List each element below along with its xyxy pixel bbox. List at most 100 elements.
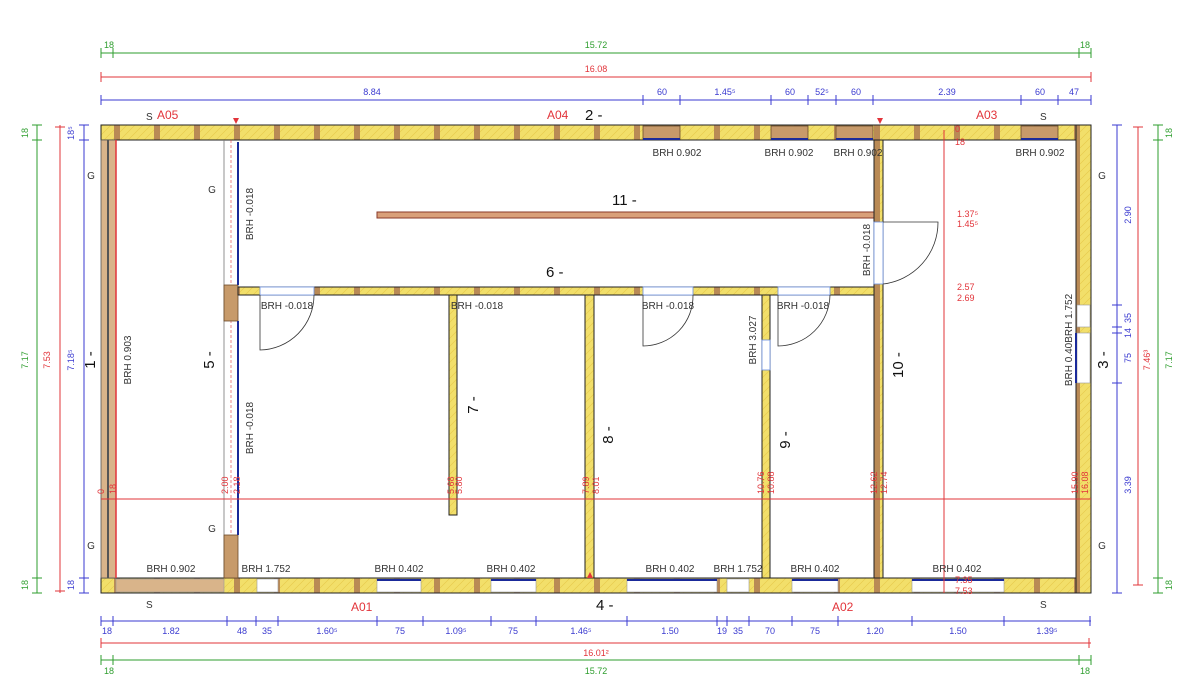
wall-label-5[interactable]: 5 - xyxy=(201,351,218,369)
wall-label-3[interactable]: 3 - xyxy=(1095,351,1112,369)
dim-label: 52⁵ xyxy=(815,87,829,97)
brh-label: BRH 0.902 xyxy=(1016,148,1065,159)
section-dim: 2.18 xyxy=(232,476,242,494)
axis-label: A02 xyxy=(832,600,854,614)
side-mark: S xyxy=(1040,112,1047,123)
dim-label: 35 xyxy=(262,626,272,636)
wall-7[interactable] xyxy=(448,294,458,516)
axis-label: A05 xyxy=(157,108,179,122)
section-marker-icon xyxy=(233,118,239,124)
brh-label: BRH -0.018 xyxy=(245,187,256,240)
section-dim: 12.74 xyxy=(879,471,889,494)
wall-label-6[interactable]: 6 - xyxy=(546,264,564,281)
brh-label: BRH 0.40BRH 1.752 xyxy=(1064,293,1075,386)
dim-label: 19 xyxy=(717,626,727,636)
axis-label: A04 xyxy=(547,108,569,122)
doors[interactable] xyxy=(259,221,939,351)
red-dim: 2.57 xyxy=(957,282,975,292)
brh-label: BRH 1.752 xyxy=(714,564,763,575)
dim-label: 15.72 xyxy=(585,666,608,676)
red-dim: 0 xyxy=(955,124,960,134)
side-mark: S xyxy=(146,600,153,611)
dim-label: 47 xyxy=(1069,87,1079,97)
wall-9[interactable] xyxy=(761,294,771,579)
wall-label-7[interactable]: 7 - xyxy=(465,396,482,414)
dim-label: 18 xyxy=(1080,40,1090,50)
dim-label: 18 xyxy=(102,626,112,636)
dim-label: 48 xyxy=(237,626,247,636)
side-mark: G xyxy=(1098,541,1106,552)
wall-11[interactable] xyxy=(376,211,880,219)
dim-label: 7.18⁵ xyxy=(66,349,76,371)
dim-label: 35 xyxy=(1123,313,1133,323)
section-dim: 7.89 xyxy=(581,476,591,494)
brh-label: BRH 0.402 xyxy=(375,564,424,575)
dim-label: 18 xyxy=(20,580,30,590)
wall-label-8[interactable]: 8 - xyxy=(600,426,617,444)
building xyxy=(100,118,1092,594)
dim-label: 35 xyxy=(733,626,743,636)
brh-label: BRH 3.027 xyxy=(748,315,759,364)
red-dim: 1.37⁵ xyxy=(957,209,979,219)
wall-2[interactable] xyxy=(100,124,1092,141)
section-dim: 18 xyxy=(108,484,118,494)
wall-label-9[interactable]: 9 - xyxy=(777,431,794,449)
wall-label-10[interactable]: 10 - xyxy=(890,352,907,378)
wall-label-4[interactable]: 4 - xyxy=(596,597,614,614)
dim-label: 18⁵ xyxy=(66,126,76,140)
dim-label: 18 xyxy=(104,666,114,676)
dim-label: 1.46⁵ xyxy=(570,626,592,636)
brh-label: BRH 0.902 xyxy=(653,148,702,159)
dim-label: 16.01² xyxy=(583,648,609,658)
dim-label: 1.45⁵ xyxy=(714,87,736,97)
dim-label: 60 xyxy=(657,87,667,97)
red-dim: 1.45⁵ xyxy=(957,219,979,229)
dim-label: 3.39 xyxy=(1123,476,1133,494)
dim-label: 75 xyxy=(395,626,405,636)
side-mark: G xyxy=(208,524,216,535)
side-mark: G xyxy=(1098,171,1106,182)
section-dim: 2.00 xyxy=(220,476,230,494)
wall-1[interactable] xyxy=(100,139,117,579)
dim-label: 7.17 xyxy=(1164,351,1174,369)
dim-label: 1.50 xyxy=(949,626,967,636)
wall-10[interactable] xyxy=(873,139,884,579)
wall-label-11[interactable]: 11 - xyxy=(612,192,637,209)
brh-label: BRH 0.902 xyxy=(834,148,883,159)
brh-label: BRH 1.752 xyxy=(242,564,291,575)
section-dim: 8.01 xyxy=(591,476,601,494)
wall-5[interactable] xyxy=(223,140,239,579)
dim-label: 18 xyxy=(1164,580,1174,590)
dim-label: 2.90 xyxy=(1123,206,1133,224)
section-marker-icon xyxy=(587,572,593,578)
brh-label: BRH 0.902 xyxy=(765,148,814,159)
side-mark: G xyxy=(87,171,95,182)
section-dim: 0 xyxy=(96,489,106,494)
wall-8[interactable] xyxy=(584,294,595,579)
bottom-dimension-lines xyxy=(100,616,1092,665)
section-dim: 5.68 xyxy=(446,476,456,494)
wall-label-1[interactable]: 1 - xyxy=(82,351,99,369)
side-mark: S xyxy=(1040,600,1047,611)
dim-label: 18 xyxy=(66,580,76,590)
dim-label: 7.46³ xyxy=(1142,350,1152,371)
brh-label: BRH 0.402 xyxy=(487,564,536,575)
dim-label: 1.09⁵ xyxy=(445,626,467,636)
dim-label: 18 xyxy=(1080,666,1090,676)
brh-label: BRH -0.018 xyxy=(862,223,873,276)
section-marker-icon xyxy=(877,118,883,124)
wall-label-2[interactable]: 2 - xyxy=(585,107,603,124)
dim-label: 7.17 xyxy=(20,351,30,369)
left-dimension-lines xyxy=(32,124,89,594)
dim-label: 8.84 xyxy=(363,87,381,97)
side-mark: S xyxy=(146,112,153,123)
brh-label: BRH 0.402 xyxy=(933,564,982,575)
brh-label: BRH 0.903 xyxy=(123,335,134,384)
dim-label: 60 xyxy=(851,87,861,97)
right-dimension-lines xyxy=(1112,124,1163,594)
red-dim: 18 xyxy=(955,137,965,147)
axis-label: A03 xyxy=(976,108,998,122)
red-dim: 7.35 xyxy=(955,575,973,585)
brh-label: BRH -0.018 xyxy=(642,301,695,312)
